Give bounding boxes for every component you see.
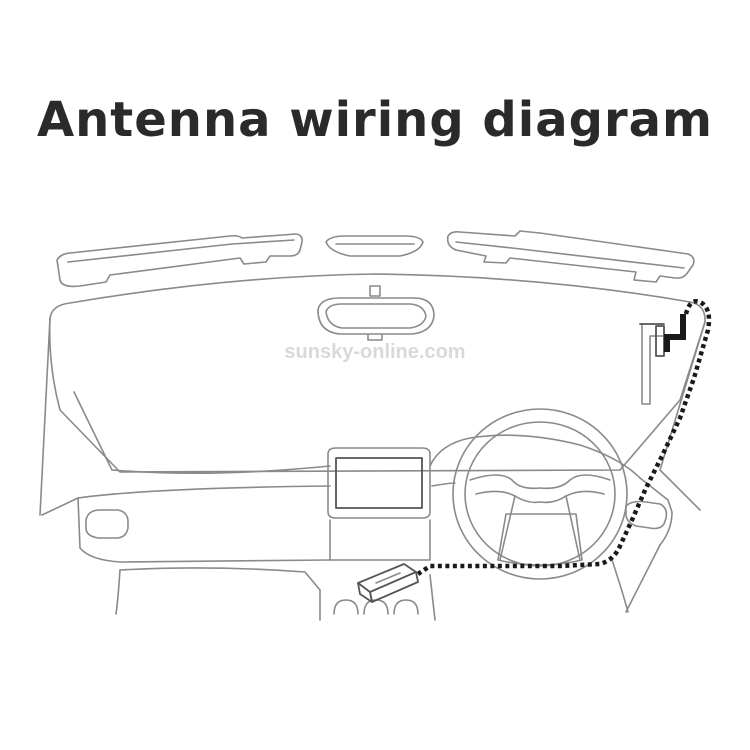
watermark-text: sunsky-online.com: [284, 341, 466, 363]
left-sun-visor: [56, 233, 303, 288]
head-unit-screen: [327, 447, 431, 561]
amplifier-box: [357, 563, 419, 603]
antenna-cable: [416, 299, 712, 576]
left-air-vent: [85, 509, 129, 539]
right-sun-visor: [446, 230, 695, 283]
steering-wheel: [452, 408, 628, 580]
console-knobs: [333, 599, 419, 615]
right-air-vent: [625, 500, 668, 530]
windshield-antenna: [639, 314, 686, 405]
rear-view-mirror: [317, 285, 435, 341]
windshield: [48, 273, 706, 473]
dome-light: [325, 235, 424, 257]
dashboard: [39, 317, 706, 621]
diagram-title: Antenna wiring diagram: [36, 92, 714, 148]
